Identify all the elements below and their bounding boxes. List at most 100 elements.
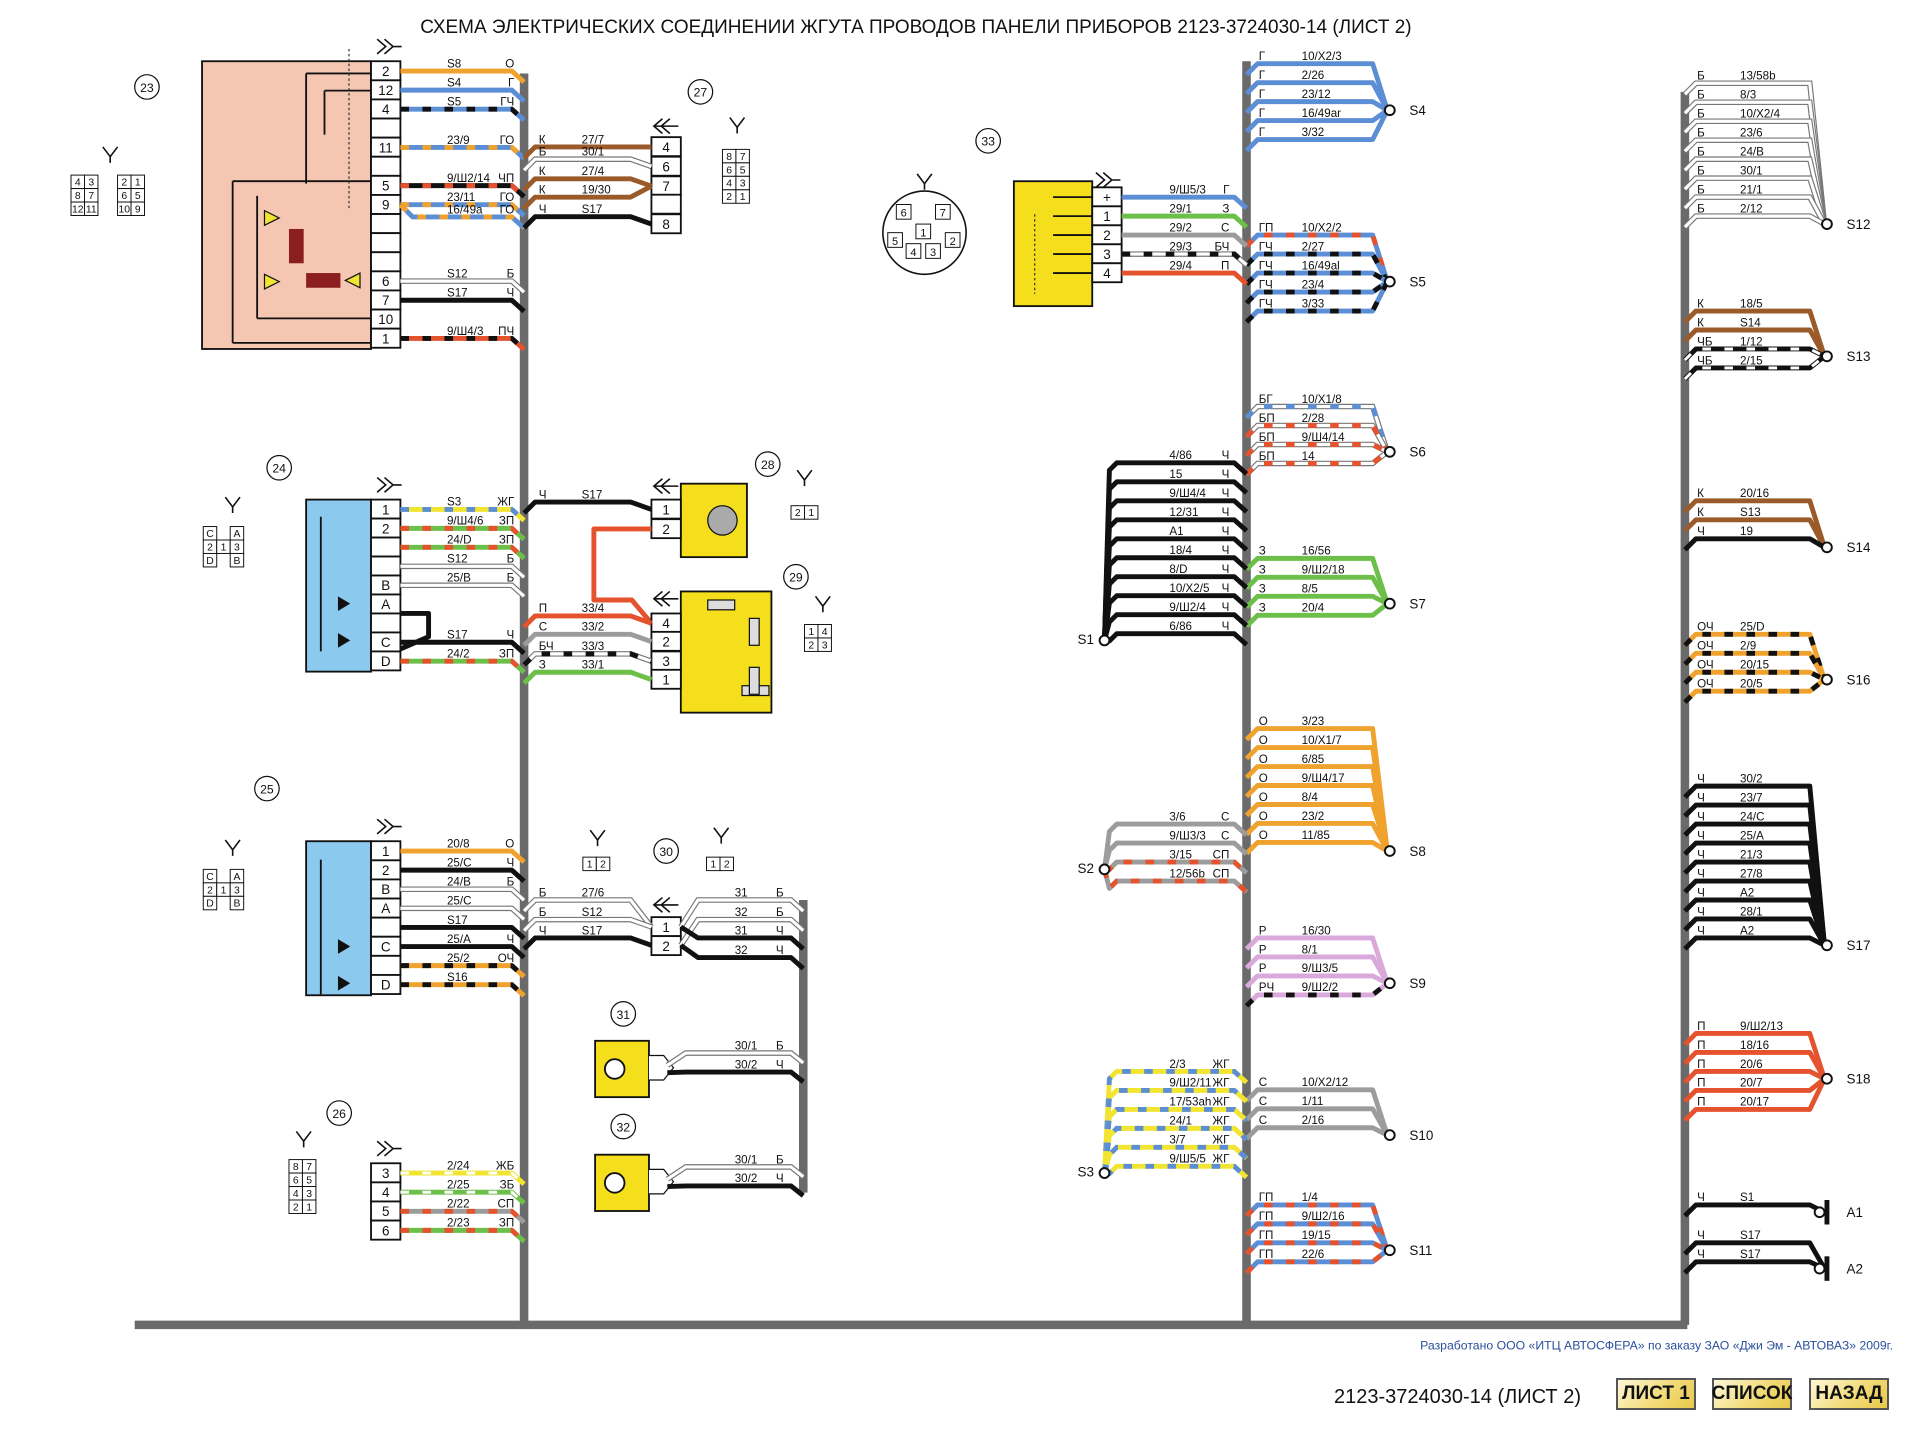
splice-S4 (1383, 104, 1396, 117)
callout-circle (754, 451, 781, 477)
wire-color-code: О (1259, 791, 1268, 804)
wire-color-code: Б (1697, 127, 1705, 140)
wire-stripe (1244, 280, 1390, 324)
wire-label: 25/A (447, 933, 471, 946)
wire-color-code: БП (1259, 431, 1275, 444)
face-pin-label: 6 (901, 208, 907, 220)
wire-label: 8/4 (1302, 791, 1319, 804)
pin-number: 2 (662, 635, 669, 650)
wire-color-code: ЗП (499, 515, 514, 528)
wire-label: 9/Ш2/16 (1302, 1210, 1345, 1223)
wire-color-code: З (1259, 602, 1266, 615)
face-pin-label: 4 (726, 179, 732, 190)
pin-number: 2 (1103, 228, 1110, 243)
face-cell (915, 223, 932, 240)
wire-label: 23/11 (447, 191, 475, 204)
wire-label: 21/1 (1740, 183, 1763, 196)
wire-color-code: ЖБ (496, 1159, 515, 1172)
wire-S4 (1244, 61, 1390, 111)
wire-label: 9/Ш4/17 (1302, 772, 1345, 785)
wire-color-code: З (1259, 583, 1266, 596)
splice-S7 (1383, 597, 1396, 610)
splice-label: A1 (1847, 1205, 1863, 1220)
wire-label: 6/86 (1169, 620, 1192, 633)
pin-number: 1 (662, 502, 669, 517)
wire-label: S17 (1740, 1248, 1761, 1261)
back-button[interactable]: НАЗАД (1809, 1378, 1889, 1410)
splice-label: S13 (1847, 349, 1871, 364)
wire-c30-out (678, 897, 806, 929)
wire-core (1683, 214, 1826, 229)
wire-core (400, 106, 526, 123)
wire-outline (1682, 213, 1826, 230)
wire-core (1244, 973, 1389, 989)
wire-c24 (400, 639, 526, 656)
wire-color-code: С (1259, 1095, 1267, 1108)
wire-c30-in (522, 916, 653, 933)
wire-label: 9/Ш2/18 (1302, 564, 1345, 577)
wire-color-code: Ч (1697, 525, 1705, 538)
wire-core (1244, 1106, 1390, 1137)
pin-cell (370, 213, 402, 235)
wire-color-code: С (539, 621, 547, 634)
callout-number: 25 (260, 782, 274, 796)
wire-core (1121, 232, 1249, 248)
face-pin-label: D (206, 556, 214, 567)
face-cell (202, 552, 218, 568)
wire-color-code: Б (507, 876, 515, 889)
wire-stripe (400, 963, 526, 979)
face-pin-label: 6 (293, 1175, 299, 1186)
wire-S4 (1244, 99, 1389, 115)
splice-label: S8 (1409, 844, 1425, 859)
splice-S12 (1821, 218, 1833, 230)
callout-circle (653, 838, 679, 864)
wire-stripe (1244, 1248, 1389, 1275)
wire-color-code: ЗП (499, 648, 514, 661)
splice-label: S6 (1409, 445, 1425, 460)
sheet1-button[interactable]: ЛИСТ 1 (1616, 1378, 1696, 1410)
wire-c24 (400, 658, 526, 675)
connector-symbol-icon (589, 829, 606, 847)
splice-label: S2 (1078, 861, 1094, 876)
wire-c29 (522, 631, 653, 648)
splice-S6 (1383, 445, 1396, 458)
wire-c30-out (679, 943, 805, 971)
face-cell (944, 232, 961, 248)
wire-label: 31 (735, 886, 748, 899)
wire-label: 20/16 (1740, 487, 1769, 500)
wire-color-code: Ч (776, 944, 784, 957)
wire-stripe (400, 202, 526, 218)
wire-c23 (400, 87, 526, 103)
diode-icon (343, 272, 361, 289)
splice-S14 (1821, 541, 1833, 554)
face-pin-label: 4 (822, 627, 828, 638)
list-button[interactable]: СПИСОК (1712, 1378, 1792, 1410)
face-pin-label: 6 (121, 191, 127, 202)
wire-color-code: Г (1259, 69, 1266, 82)
wire-c25 (400, 982, 526, 998)
wire-label: 9/Ш5/3 (1169, 183, 1206, 196)
wire-S2 (1102, 821, 1249, 870)
wire-stripe (400, 525, 526, 542)
wire-stripe (1244, 442, 1389, 458)
wire-c27 (522, 183, 653, 210)
wire-color-code: ГО (500, 134, 515, 147)
wire-label: 20/15 (1740, 659, 1769, 672)
wire-core (1244, 840, 1389, 856)
wire-c31 (667, 1069, 805, 1084)
pin-number: 3 (1103, 247, 1110, 262)
wire-core (1683, 1050, 1827, 1080)
socket-arrows-icon (376, 476, 402, 493)
wire-label: 10/X2/5 (1169, 582, 1209, 595)
face-pin-label: 7 (740, 152, 746, 163)
wire-S2 (1102, 840, 1249, 870)
face-pin-label: 3 (930, 247, 936, 259)
wire-stripe (1683, 650, 1827, 681)
face-pin-label: 2 (121, 178, 127, 189)
wire-label: 4/86 (1169, 449, 1192, 462)
wire-stripe (1244, 1221, 1390, 1252)
wire-color-code: Ч (507, 629, 515, 642)
connector-symbol-icon (916, 173, 933, 190)
splice-S18 (1821, 1072, 1833, 1085)
wire-core (522, 613, 653, 629)
